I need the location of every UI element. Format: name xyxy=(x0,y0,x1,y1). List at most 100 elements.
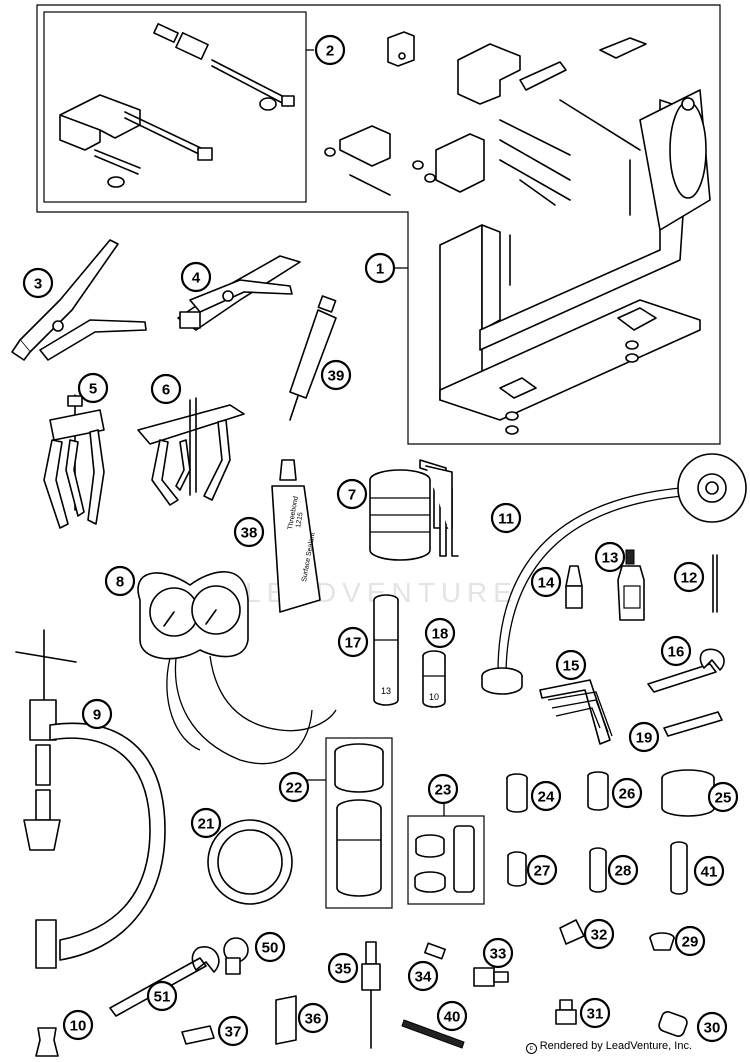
callout-label: 23 xyxy=(435,782,452,799)
part-15-hex-keys xyxy=(539,679,613,745)
callout-label: 30 xyxy=(704,1020,721,1037)
callout-31: 31 xyxy=(579,997,611,1029)
part-12-pin xyxy=(712,554,718,613)
callout-label: 25 xyxy=(715,790,732,807)
callout-label: 51 xyxy=(154,989,171,1006)
part-39-syringe xyxy=(289,295,337,421)
part-24-sleeve xyxy=(506,773,528,813)
callout-circle xyxy=(660,635,692,667)
callout-label: 10 xyxy=(70,1018,87,1035)
callout-13: 13 xyxy=(594,541,626,573)
socket-18-size: 10 xyxy=(429,692,439,702)
part-27-sleeve xyxy=(507,851,527,887)
part-41-sleeve xyxy=(670,841,688,895)
callout-circle xyxy=(297,1002,329,1034)
callout-38: 38 xyxy=(233,516,265,548)
callout-circle xyxy=(628,721,660,753)
callout-circle xyxy=(278,771,310,803)
callout-circle xyxy=(707,781,739,813)
callout-15: 15 xyxy=(555,649,587,681)
callout-label: 3 xyxy=(34,276,42,293)
part-21-clutch-holder xyxy=(207,819,293,905)
part-22-bearing-driver xyxy=(334,743,384,897)
callout-37: 37 xyxy=(217,1015,249,1047)
callout-label: 9 xyxy=(93,707,101,724)
callout-25: 25 xyxy=(707,781,739,813)
callout-label: 22 xyxy=(286,780,303,797)
callout-27: 27 xyxy=(526,854,558,886)
callout-51: 51 xyxy=(146,980,178,1012)
part-13-bottle xyxy=(617,549,645,621)
part-33-bolt xyxy=(473,967,509,987)
part-38-sealant-tube: Threebond 1215 Surface Sealant xyxy=(271,459,321,613)
callout-8: 8 xyxy=(104,565,136,597)
callout-16: 16 xyxy=(660,635,692,667)
part-36-plate xyxy=(275,995,297,1045)
callout-label: 7 xyxy=(348,487,356,504)
callout-circle xyxy=(190,807,222,839)
callout-label: 14 xyxy=(538,575,555,592)
part-7-ring-compressor xyxy=(369,459,459,561)
part-23-frame xyxy=(407,815,485,905)
part-11-dial-holder xyxy=(481,453,747,695)
callout-circle xyxy=(62,1009,94,1041)
callout-circle xyxy=(693,855,725,887)
callout-40: 40 xyxy=(436,1000,468,1032)
callout-1: 1 xyxy=(364,252,396,284)
callout-circle xyxy=(150,373,182,405)
part-3-pliers xyxy=(11,239,147,361)
callout-30: 30 xyxy=(696,1011,728,1043)
callout-circle xyxy=(673,561,705,593)
callout-11: 11 xyxy=(490,502,522,534)
callout-label: 4 xyxy=(192,270,201,287)
callout-label: 50 xyxy=(262,940,279,957)
part-31-plug xyxy=(555,999,577,1025)
callout-circle xyxy=(233,516,265,548)
part-34-bolt xyxy=(424,942,446,960)
callout-label: 11 xyxy=(498,511,514,528)
callout-circle xyxy=(337,626,369,658)
callout-circle xyxy=(674,925,706,957)
callout-circle xyxy=(436,1000,468,1032)
callout-35: 35 xyxy=(327,952,359,984)
callout-circle xyxy=(146,980,178,1012)
callout-36: 36 xyxy=(297,1002,329,1034)
callout-circle xyxy=(427,773,459,805)
callout-label: 17 xyxy=(345,635,362,652)
callout-34: 34 xyxy=(407,960,439,992)
part-32-plug xyxy=(559,919,585,945)
part-40-rod xyxy=(401,1019,465,1049)
copyright-icon: c xyxy=(525,1043,537,1054)
part-8-vacuum-gauge xyxy=(137,571,337,765)
part-30-plug xyxy=(658,1011,688,1037)
group-2-frame xyxy=(43,11,307,203)
callout-label: 32 xyxy=(591,927,608,944)
callout-label: 38 xyxy=(241,525,258,542)
callout-circle xyxy=(336,478,368,510)
callout-23: 23 xyxy=(427,773,459,805)
callout-4: 4 xyxy=(180,261,212,293)
part-16-wrench xyxy=(647,648,725,693)
callout-circle xyxy=(320,359,352,391)
callout-circle xyxy=(530,780,562,812)
callout-14: 14 xyxy=(530,566,562,598)
callout-label: 35 xyxy=(335,961,352,978)
part-25-bushing xyxy=(661,769,715,817)
callout-label: 31 xyxy=(587,1006,604,1023)
part-6-puller xyxy=(137,397,245,506)
callout-18: 18 xyxy=(424,617,456,649)
part-17-socket: 13 xyxy=(373,594,399,706)
callout-circle xyxy=(579,997,611,1029)
part-5-puller xyxy=(43,394,105,529)
part-23-bearing-set xyxy=(414,825,475,893)
part-35-tool xyxy=(361,941,381,1049)
part-50-tool xyxy=(223,937,249,975)
callout-circle xyxy=(530,566,562,598)
callout-circle xyxy=(314,34,346,66)
callout-10: 10 xyxy=(62,1009,94,1041)
callout-circle xyxy=(526,854,558,886)
callout-label: 21 xyxy=(198,816,215,833)
callout-circle xyxy=(81,698,113,730)
